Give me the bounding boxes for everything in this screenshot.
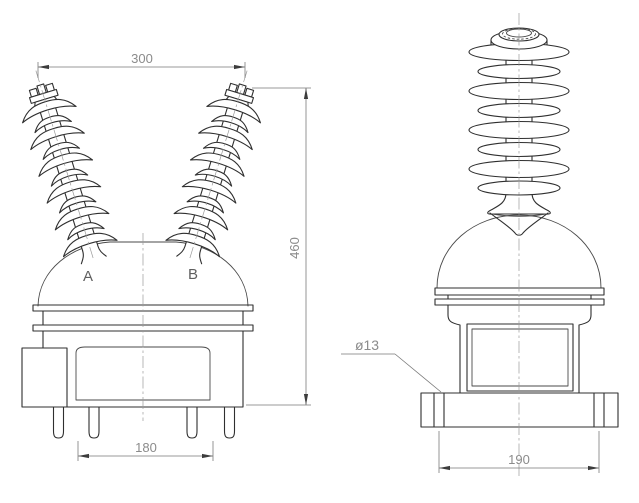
front-tank-body <box>21 241 254 439</box>
front-terminal-box <box>21 347 68 408</box>
bushing-b-centerline <box>189 70 248 259</box>
bushing-a-centerline <box>35 70 94 259</box>
side-window-inner <box>471 328 569 387</box>
bell-lip <box>491 213 547 217</box>
terminal-label-a: A <box>83 268 93 285</box>
dim-base-width: 190 <box>438 431 600 473</box>
side-flange-mid <box>447 294 592 300</box>
dim-300-text: 300 <box>131 51 153 66</box>
hole-callout-text: ø13 <box>355 337 379 353</box>
front-mounting-feet <box>52 406 236 439</box>
side-window-outer <box>466 323 574 392</box>
side-flange-ring-1 <box>434 287 605 296</box>
terminal-label-b: B <box>188 266 198 283</box>
side-mounting-holes <box>433 392 605 428</box>
dim-180-text: 180 <box>135 440 157 455</box>
side-base-plate <box>420 392 619 428</box>
side-base-body <box>447 304 592 394</box>
dim-460-text: 460 <box>287 237 302 259</box>
side-flange-ring-2 <box>434 298 605 306</box>
front-centerlines <box>35 70 248 421</box>
front-flange-mid <box>42 310 244 326</box>
callout-hole-diameter: ø13 <box>341 337 442 393</box>
dim-190-text: 190 <box>508 452 530 467</box>
dim-terminal-spacing: 300 <box>37 51 246 78</box>
dim-overall-height: 460 <box>246 87 311 406</box>
front-view: A B 300 460 180 <box>12 51 311 461</box>
dim-foot-spacing: 180 <box>77 440 214 461</box>
side-tank-body <box>420 214 619 428</box>
front-core-window <box>75 346 211 401</box>
side-view: ø13 190 <box>341 13 619 476</box>
